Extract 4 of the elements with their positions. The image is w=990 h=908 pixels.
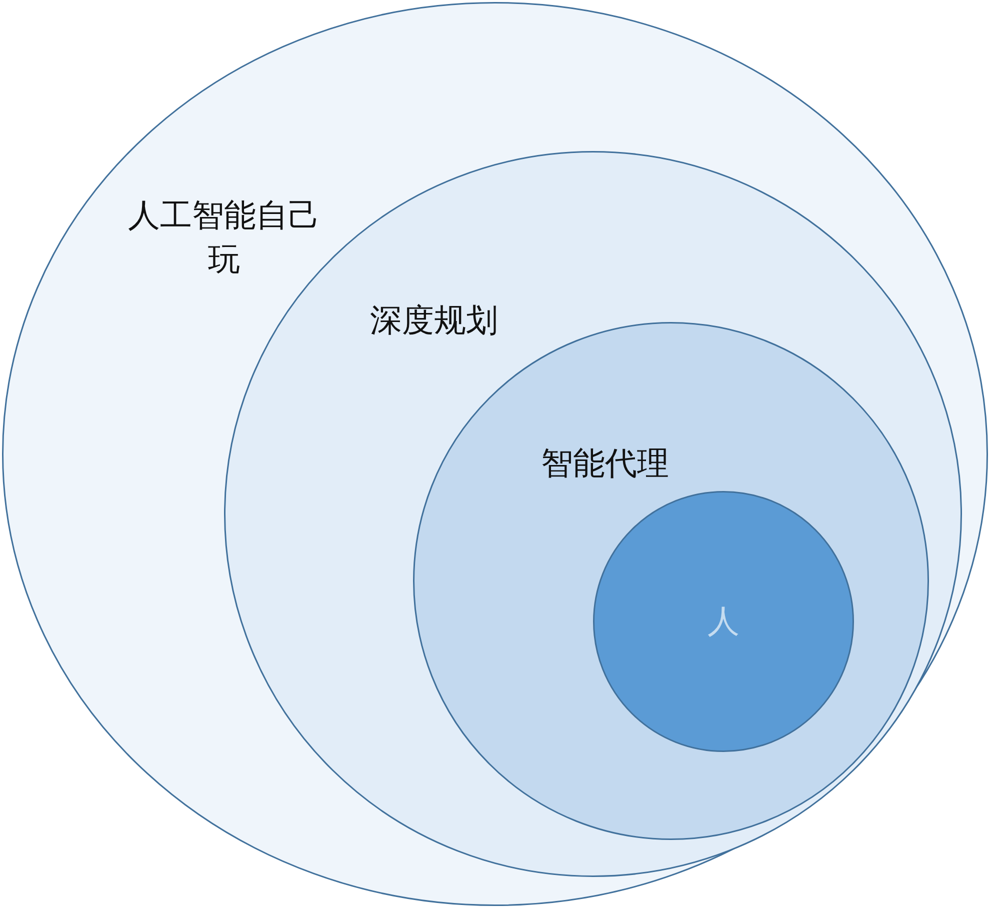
- region-label: 智能代理: [540, 443, 670, 484]
- region-label: 人: [706, 601, 740, 642]
- region-label: 人工智能自己玩: [127, 195, 321, 280]
- region-label: 深度规划: [369, 300, 499, 341]
